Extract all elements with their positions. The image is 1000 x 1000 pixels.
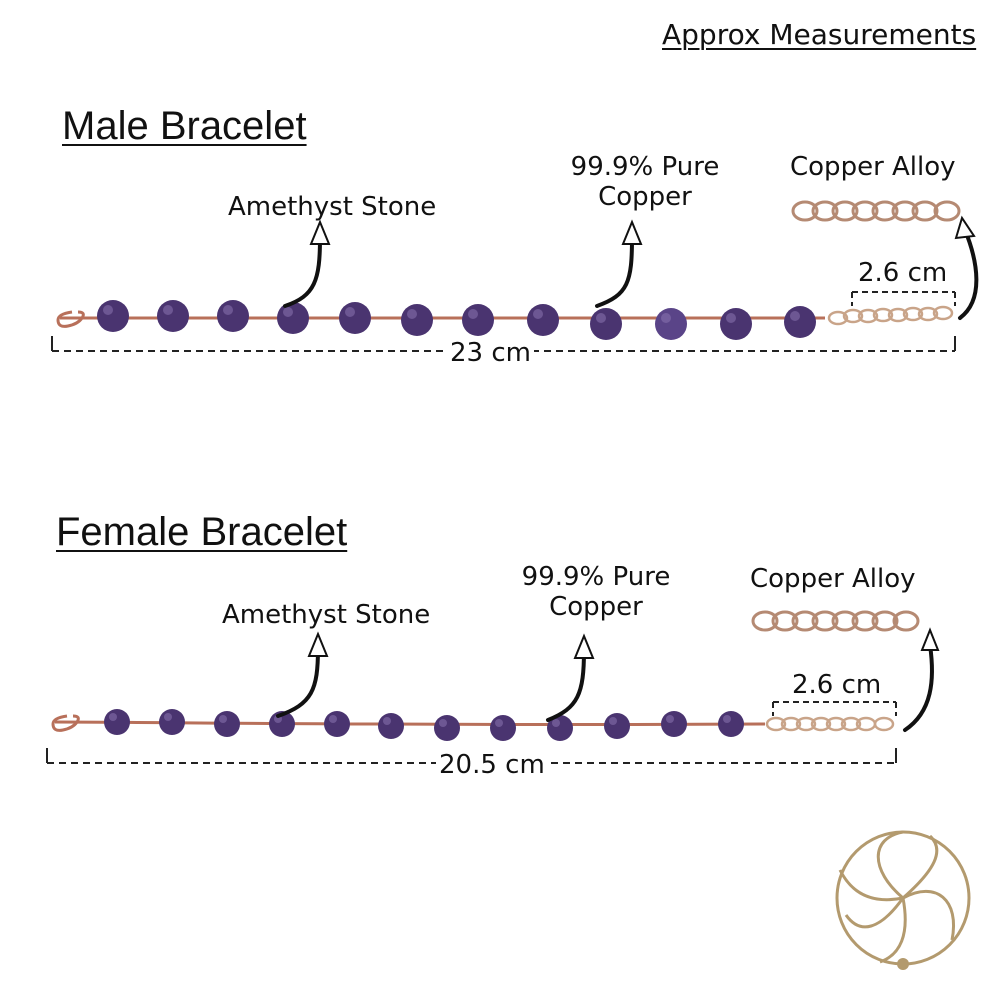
female-pure-copper-label-line2: Copper <box>549 592 643 622</box>
female-bracelet-title: Female Bracelet <box>56 510 348 554</box>
female-amethyst-beads <box>104 709 744 741</box>
female-pure-copper-label-line1: 99.9% Pure <box>521 562 671 592</box>
female-total-length-label: 20.5 cm <box>436 750 548 780</box>
female-extension-measure-bracket <box>772 701 897 716</box>
arrow-icon <box>309 215 976 245</box>
female-extension-chain <box>765 716 895 732</box>
female-copper-alloy-label: Copper Alloy <box>750 564 916 594</box>
male-pure-copper-label-line1: 99.9% Pure <box>570 152 720 182</box>
male-total-length-label: 23 cm <box>447 338 534 368</box>
male-amethyst-beads <box>97 300 816 340</box>
male-extension-length-label: 2.6 cm <box>858 258 948 288</box>
female-pure-copper-label: 99.9% Pure Copper <box>511 562 681 622</box>
female-alloy-chain-sample <box>751 610 920 632</box>
male-copper-alloy-label: Copper Alloy <box>790 152 956 182</box>
female-clasp-hook <box>51 714 80 732</box>
male-clasp-hook <box>56 310 85 328</box>
male-total-measure-line <box>51 336 956 352</box>
male-extension-chain <box>827 305 954 326</box>
male-pure-copper-label: 99.9% Pure Copper <box>560 152 730 212</box>
arrow-icon <box>307 627 940 659</box>
approx-measurements-heading: Approx Measurements <box>662 18 977 51</box>
female-amethyst-stone-label: Amethyst Stone <box>222 600 431 630</box>
male-pure-copper-label-line2: Copper <box>598 182 692 212</box>
arrow-icon <box>276 643 934 732</box>
male-amethyst-stone-label: Amethyst Stone <box>228 192 437 222</box>
arrow-icon <box>283 228 979 320</box>
female-extension-length-label: 2.6 cm <box>792 670 882 700</box>
male-bracelet-title: Male Bracelet <box>62 104 307 148</box>
male-alloy-chain-sample <box>791 200 961 222</box>
male-extension-measure-bracket <box>851 291 956 306</box>
